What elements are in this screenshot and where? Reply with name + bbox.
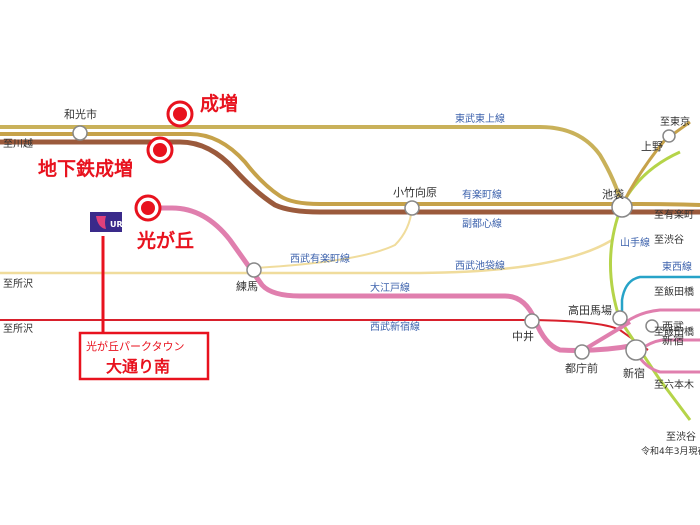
tobu-tojo-line-label: 東武東上線 bbox=[455, 112, 505, 125]
station-takadanobaba-label: 高田馬場 bbox=[568, 303, 612, 317]
chikatetsu-narimasu-label: 地下鉄成増 bbox=[38, 157, 133, 180]
station-nakai-marker[interactable] bbox=[524, 313, 540, 329]
station-ikebukuro-marker[interactable] bbox=[611, 196, 633, 218]
station-shinjuku-label: 新宿 bbox=[623, 366, 645, 380]
tobu-tojo-line bbox=[0, 125, 624, 206]
hikarigaoka-label: 光が丘 bbox=[136, 229, 194, 252]
narimasu-label: 成増 bbox=[200, 92, 238, 115]
fukutoshin-line-label: 副都心線 bbox=[462, 217, 502, 230]
ur-logo: UR bbox=[90, 212, 123, 232]
station-wakoshi-label: 和光市 bbox=[64, 107, 97, 121]
direction-tokorozawa-2: 至所沢 bbox=[3, 322, 33, 335]
station-ueno-label: 上野 bbox=[641, 140, 663, 153]
station-ikebukuro-label: 池袋 bbox=[602, 187, 624, 201]
station-kotake-label: 小竹向原 bbox=[393, 185, 437, 199]
direction-iidabashi-2: 至飯田橋 bbox=[654, 325, 694, 338]
direction-tokorozawa-1: 至所沢 bbox=[3, 277, 33, 290]
tozai-line-label: 東西線 bbox=[662, 260, 692, 273]
seibu-ikebukuro-line bbox=[0, 238, 613, 275]
oedo-line bbox=[148, 205, 637, 353]
station-kotake-marker[interactable] bbox=[404, 200, 420, 216]
tozai-line bbox=[620, 275, 700, 318]
station-wakoshi-marker[interactable] bbox=[72, 125, 88, 141]
hikarigaoka-marker[interactable] bbox=[134, 194, 162, 222]
station-tochomae-marker[interactable] bbox=[574, 344, 590, 360]
station-shinjuku-marker[interactable] bbox=[625, 339, 647, 361]
destination-line1: 光が丘パークタウン bbox=[86, 339, 185, 353]
destination-line2: 大通り南 bbox=[106, 357, 170, 376]
station-seibu-shinjuku-label-2: 新宿 bbox=[662, 333, 684, 347]
yamanote-line-label: 山手線 bbox=[620, 236, 650, 249]
direction-yurakucho: 至有楽町 bbox=[654, 208, 694, 221]
destination-box[interactable] bbox=[78, 331, 210, 381]
direction-kawagoe: 至川越 bbox=[3, 137, 33, 150]
chikatetsu-narimasu-marker[interactable] bbox=[146, 136, 174, 164]
station-takadanobaba-marker[interactable] bbox=[612, 310, 628, 326]
marunouchi-to-tokyo bbox=[620, 120, 691, 206]
oedo-iidabashi-branch-1 bbox=[625, 308, 700, 324]
direction-roppongi: 至六本木 bbox=[654, 378, 694, 391]
station-tochomae-label: 都庁前 bbox=[565, 361, 598, 375]
station-nakai-label: 中井 bbox=[512, 329, 534, 343]
station-nerima-label: 練馬 bbox=[236, 279, 258, 293]
direction-tokyo: 至東京 bbox=[660, 115, 690, 128]
direction-shibuya-2: 至渋谷 bbox=[666, 430, 696, 443]
yurakucho-line-label: 有楽町線 bbox=[462, 188, 502, 201]
direction-iidabashi-1: 至飯田橋 bbox=[654, 285, 694, 298]
station-ueno-marker[interactable] bbox=[662, 129, 676, 143]
direction-shibuya-1: 至渋谷 bbox=[654, 233, 684, 246]
yurakucho-line bbox=[0, 132, 700, 207]
seibu-ikebukuro-line-label: 西武池袋線 bbox=[455, 259, 505, 272]
oedo-line-label: 大江戸線 bbox=[370, 281, 410, 294]
station-seibu-shinjuku-label-1: 西武 bbox=[662, 320, 684, 333]
narimasu-marker[interactable] bbox=[166, 100, 194, 128]
seibu-yurakucho-line bbox=[253, 207, 413, 269]
as-of-note: 令和4年3月現在 bbox=[641, 445, 700, 457]
station-seibu-shinjuku-marker[interactable] bbox=[645, 319, 659, 333]
station-nerima-marker[interactable] bbox=[246, 262, 262, 278]
ur-logo-text: UR bbox=[110, 220, 123, 229]
seibu-shinjuku-line-label: 西武新宿線 bbox=[370, 320, 420, 333]
oedo-roppongi-branch bbox=[634, 351, 700, 374]
seibu-yurakucho-line-label: 西武有楽町線 bbox=[290, 252, 350, 265]
fukutoshin-line bbox=[0, 139, 700, 215]
